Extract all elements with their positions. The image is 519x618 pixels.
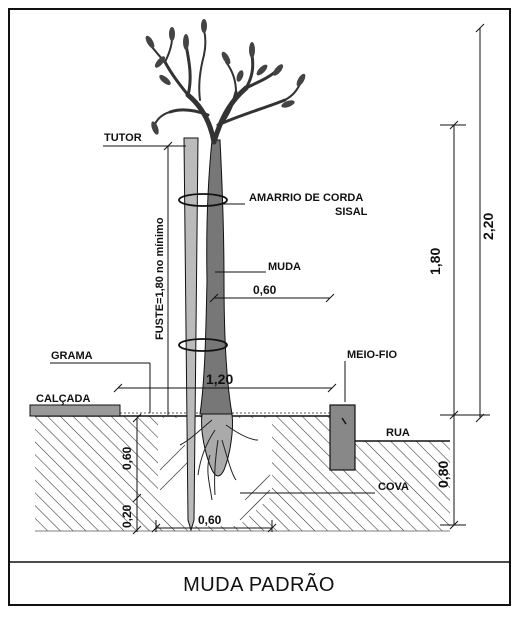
- outer-frame: [8, 8, 511, 606]
- label-rua: RUA: [386, 427, 410, 439]
- dim-pit-depth-lower: 0,20: [120, 504, 134, 528]
- page-title: MUDA PADRÃO: [183, 572, 335, 596]
- dim-binding-offset: 0,60: [253, 283, 277, 297]
- tree-crown: [149, 29, 301, 145]
- label-grama: GRAMA: [51, 350, 93, 362]
- dim-root-depth: 0,80: [435, 461, 451, 488]
- binding-offset-dimension: [209, 293, 335, 303]
- fuste-dimension: [163, 141, 173, 415]
- tutor-stake: [183, 137, 199, 532]
- dim-stem-height: 1,80: [427, 248, 443, 275]
- label-cova: COVA: [378, 481, 409, 493]
- dim-total-height: 2,20: [480, 213, 496, 240]
- label-meio-fio: MEIO-FIO: [347, 349, 398, 361]
- meio-fio-curb: [329, 404, 356, 471]
- curb-dash: [341, 417, 347, 425]
- pit-width-dimension: [151, 520, 277, 533]
- label-fuste: FUSTE=1,80 no mínimo: [154, 217, 166, 340]
- left-pit-dimensions: [132, 413, 142, 535]
- label-sisal: SISAL: [335, 206, 368, 218]
- label-tutor: TUTOR: [104, 132, 142, 144]
- label-muda: MUDA: [268, 261, 301, 273]
- label-amarrio: AMARRIO DE CORDA: [249, 192, 363, 204]
- binding-ties: [178, 193, 228, 352]
- label-calcada: CALÇADA: [36, 393, 90, 405]
- tree-leaves: [145, 19, 306, 135]
- roots: [179, 419, 259, 501]
- planting-width-dimension: [113, 383, 337, 393]
- dim-pit-depth-upper: 0,60: [120, 446, 134, 470]
- dim-planting-width: 1,20: [206, 371, 233, 387]
- right-dimensions: [440, 23, 490, 530]
- dim-pit-width: 0,60: [198, 513, 222, 527]
- calcada-slab: [29, 404, 121, 417]
